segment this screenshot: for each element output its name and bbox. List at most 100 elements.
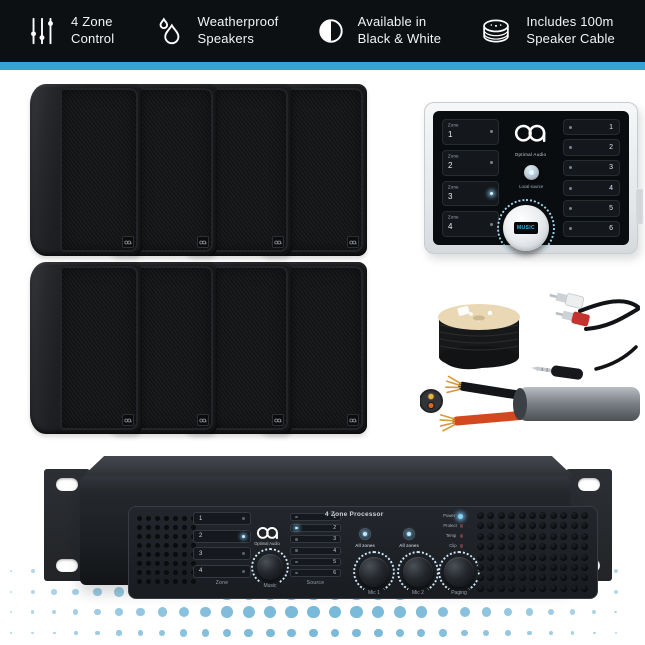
amp-zone-button-3: 3 — [193, 547, 251, 560]
rca-plugs-icon — [549, 292, 640, 331]
amp-title: 4 Zone Processor — [325, 511, 384, 518]
accent-bar — [0, 62, 645, 70]
local-source-button — [523, 165, 539, 180]
speaker-row-top — [30, 84, 367, 256]
temp-led: Temp — [425, 531, 463, 541]
minijack-plug-icon — [531, 345, 638, 380]
speaker-brand-badge-icon — [197, 236, 209, 248]
optimal-audio-logo-icon — [255, 526, 281, 546]
mic2-knob — [403, 557, 433, 587]
zone-led — [490, 130, 493, 134]
speaker-grille — [210, 88, 288, 252]
controller-center: Optimal Audio Local source MUSIC — [503, 119, 556, 251]
amp-source-section-label: Source — [306, 580, 325, 586]
speaker-grille — [210, 266, 288, 430]
controller-source-button-6: 6 — [563, 220, 620, 237]
controller-zone-button-2: Zone 2 — [442, 149, 499, 176]
amp-zone-button-2: 2 — [193, 529, 251, 543]
amp-brand: Optimal Audio — [254, 541, 280, 547]
all-zones-label-1: All zones — [355, 543, 375, 549]
speaker-grille — [60, 88, 138, 252]
amp-zone-section-label: Zone — [215, 580, 229, 586]
controller-source-button-2: 2 — [563, 139, 620, 156]
amp-grille-right — [477, 512, 588, 592]
amp-status-leds: Power Protect Temp Clip — [425, 511, 463, 551]
all-zones-button-2 — [403, 528, 415, 540]
amp-grille-left — [137, 516, 196, 584]
amp-control-panel: 1 2 3 4 Zone Optimal Audio Music 1 — [128, 506, 598, 599]
speaker-grille — [135, 88, 213, 252]
controller-brand: Optimal Audio — [515, 152, 547, 158]
speaker-brand-badge-icon — [272, 414, 284, 426]
controller-zone-button-4: Zone 4 — [442, 211, 499, 237]
controller-source-button-5: 5 — [563, 200, 620, 217]
zone-led — [490, 222, 493, 226]
music-knob — [257, 554, 283, 580]
local-source-label: Local source — [518, 184, 544, 190]
zone-sliders-icon — [26, 15, 58, 47]
speaker-grille — [60, 266, 138, 430]
zone-amplifier: 1 2 3 4 Zone Optimal Audio Music 1 — [42, 452, 614, 599]
controller-panel: Zone 1 Zone 2 Zone 3 Zone 4 — [433, 111, 629, 251]
mic1-knob-label: Mic 1 — [368, 590, 380, 596]
paging-knob-label: Paging — [451, 590, 467, 596]
clip-led: Clip — [425, 541, 463, 551]
amp-source-button-5: 5 — [290, 557, 341, 566]
speaker-grille — [135, 266, 213, 430]
amp-zone-buttons: 1 2 3 4 — [193, 512, 251, 578]
optimal-audio-logo-icon — [512, 123, 550, 150]
amp-front-panel: 1 2 3 4 Zone Optimal Audio Music 1 — [80, 476, 598, 599]
speaker-brand-badge-icon — [197, 414, 209, 426]
water-drops-icon — [153, 15, 185, 47]
amp-top-face — [82, 456, 574, 477]
all-zones-button-1 — [359, 528, 371, 540]
amp-zone-button-4: 4 — [193, 564, 251, 578]
all-zones-label-2: All zones — [399, 543, 419, 549]
cable-accessories — [419, 283, 645, 441]
speaker-brand-badge-icon — [347, 236, 359, 248]
amp-source-button-4: 4 — [290, 546, 341, 555]
speaker-brand-badge-icon — [272, 236, 284, 248]
wall-speaker — [30, 262, 142, 434]
controller-zone-button-1: Zone 1 — [442, 119, 499, 145]
wall-controller: Zone 1 Zone 2 Zone 3 Zone 4 — [424, 102, 643, 254]
cable-cross-section-icon — [419, 389, 443, 413]
amp-source-button-3: 3 — [290, 535, 341, 544]
power-led: Power — [425, 511, 463, 521]
cable-spool-icon — [479, 14, 513, 48]
protect-led: Protect — [425, 521, 463, 531]
speaker-cable-icon — [439, 375, 640, 432]
mic1-knob — [359, 557, 389, 587]
paging-knob — [444, 557, 474, 587]
controller-mount-tab — [636, 188, 643, 224]
zone-led — [490, 161, 493, 165]
zone-led — [490, 191, 493, 195]
amp-source-button-1: 1 — [290, 513, 341, 521]
controller-source-button-1: 1 — [563, 119, 620, 136]
cable-spool-icon — [438, 304, 520, 370]
speaker-brand-badge-icon — [122, 236, 134, 248]
speaker-row-bottom — [30, 262, 367, 434]
controller-source-button-3: 3 — [563, 159, 620, 176]
amp-source-buttons: 1 2 3 4 5 6 — [290, 513, 341, 577]
controller-volume-knob: MUSIC — [503, 205, 549, 251]
music-knob-label: Music — [263, 583, 277, 589]
mic2-knob-label: Mic 2 — [412, 590, 424, 596]
controller-zone-button-3: Zone 3 — [442, 180, 499, 207]
amp-source-button-6: 6 — [290, 568, 341, 577]
controller-source-button-4: 4 — [563, 179, 620, 197]
knob-display: MUSIC — [514, 222, 538, 234]
speaker-grille — [285, 266, 363, 430]
amp-source-button-2: 2 — [290, 524, 341, 533]
amp-zone-button-1: 1 — [193, 512, 251, 525]
speaker-brand-badge-icon — [347, 414, 359, 426]
